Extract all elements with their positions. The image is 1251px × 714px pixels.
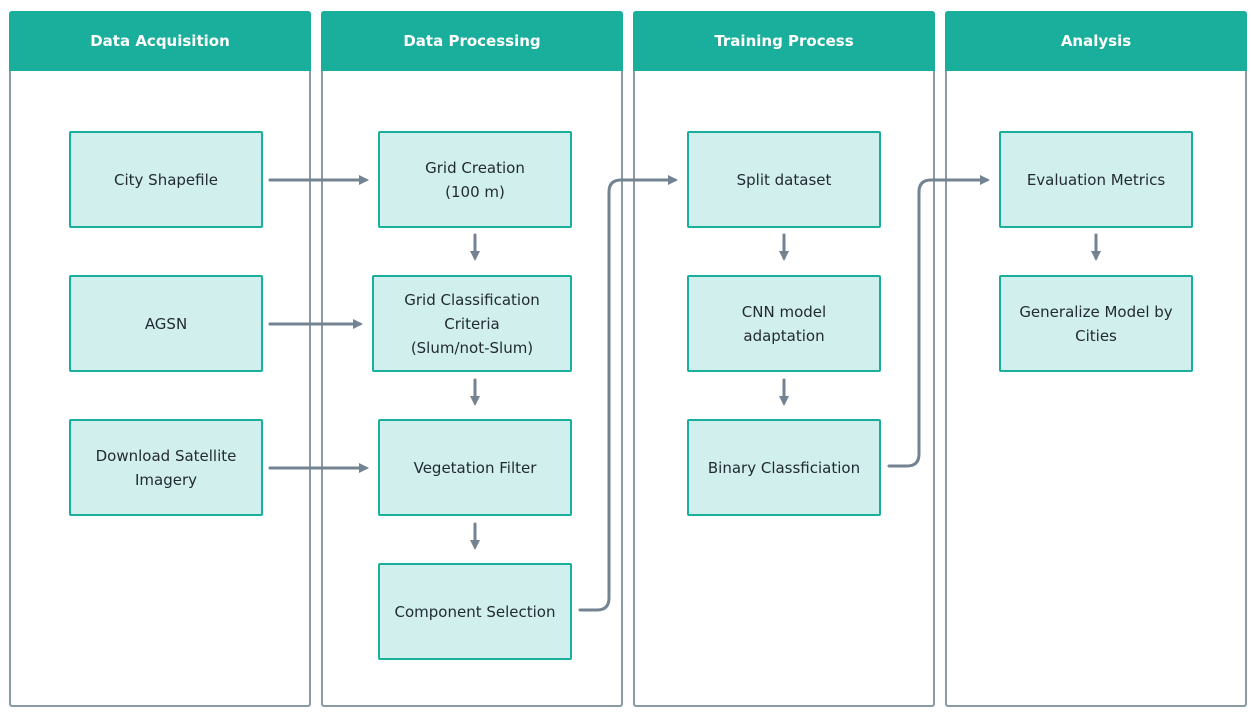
node-vegetation-filter-label: Vegetation Filter <box>413 458 537 477</box>
node-cnn-model: CNN model adaptation <box>687 275 881 372</box>
node-grid-creation-label: Grid Creation (100 m) <box>425 158 525 201</box>
node-vegetation-filter: Vegetation Filter <box>378 419 572 516</box>
node-binary-classification: Binary Classficiation <box>687 419 881 516</box>
node-cnn-model-label: CNN model adaptation <box>741 302 827 345</box>
lane-header-data-processing: Data Processing <box>321 11 623 71</box>
node-grid-classification-label: Grid Classification Criteria (Slum/not-S… <box>404 290 540 357</box>
node-agsn-label: AGSN <box>144 314 188 333</box>
node-evaluation-metrics-label: Evaluation Metrics <box>1026 170 1166 189</box>
node-component-selection: Component Selection <box>378 563 572 660</box>
node-generalize-model-label: Generalize Model by Cities <box>1019 302 1173 345</box>
node-binary-classification-label: Binary Classficiation <box>707 458 861 477</box>
node-city-shapefile-label: City Shapefile <box>114 170 218 189</box>
node-evaluation-metrics: Evaluation Metrics <box>999 131 1193 228</box>
node-agsn: AGSN <box>69 275 263 372</box>
lane-header-data-acquisition: Data Acquisition <box>9 11 311 71</box>
node-generalize-model: Generalize Model by Cities <box>999 275 1193 372</box>
node-split-dataset: Split dataset <box>687 131 881 228</box>
node-download-satellite-label: Download Satellite Imagery <box>95 446 237 489</box>
node-grid-creation: Grid Creation (100 m) <box>378 131 572 228</box>
node-component-selection-label: Component Selection <box>394 602 556 621</box>
lane-header-analysis: Analysis <box>945 11 1247 71</box>
lane-header-training-process: Training Process <box>633 11 935 71</box>
node-split-dataset-label: Split dataset <box>736 170 832 189</box>
node-download-satellite: Download Satellite Imagery <box>69 419 263 516</box>
node-city-shapefile: City Shapefile <box>69 131 263 228</box>
node-grid-classification: Grid Classification Criteria (Slum/not-S… <box>372 275 572 372</box>
